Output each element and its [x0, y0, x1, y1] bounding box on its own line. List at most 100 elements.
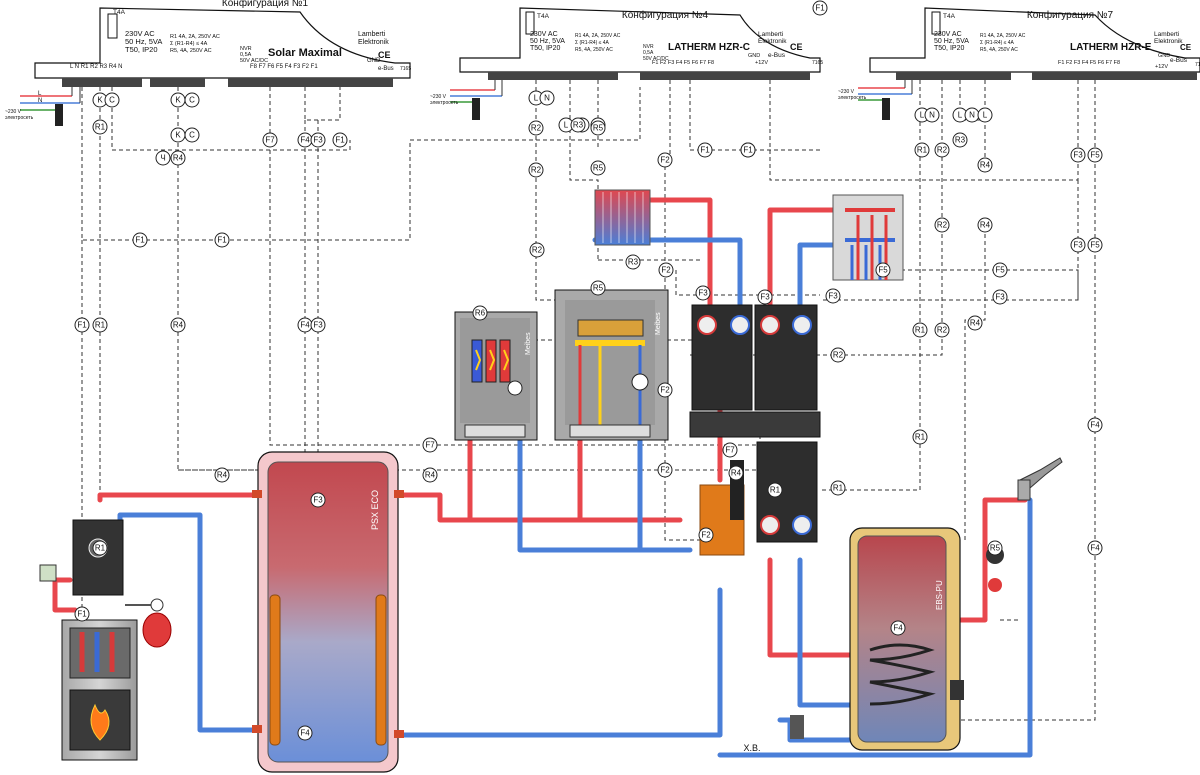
marker-r2-label: R2 [937, 146, 948, 155]
marker-f4-label: F4 [300, 729, 310, 738]
v12-label: +12V [1155, 64, 1168, 70]
relay-line-1: R1 4A, 2A, 250V AC [980, 33, 1026, 39]
marker-f1-label: F1 [335, 136, 345, 145]
port [394, 730, 404, 738]
nvr-label: NVR [240, 46, 252, 52]
marker-c-circle [104, 92, 120, 108]
marker-f1-label: F1 [77, 610, 87, 619]
ebus-label: e-Bus [378, 66, 394, 72]
floor-heating-manifold [832, 194, 904, 281]
marker-r6-circle [472, 305, 488, 321]
relay-line-1: R1 4A, 2A, 250V AC [575, 33, 621, 39]
marker-n-label: N [969, 111, 975, 120]
marker-r1-label: R1 [915, 433, 926, 442]
marker-f1-circle [214, 232, 230, 248]
marker-ch-circle [155, 150, 171, 166]
marker-r1-circle [92, 119, 108, 135]
marker-f1-label: F1 [135, 236, 145, 245]
spec-line-2: 50 Hz, 5VA [125, 37, 162, 46]
marker-r1-label: R1 [833, 484, 844, 493]
ground-terminal [472, 98, 480, 120]
ebus-label: e-Bus [768, 52, 786, 59]
ce-mark: CE [378, 50, 391, 60]
terminal-block-power [62, 78, 142, 87]
marker-n-label: N [544, 94, 550, 103]
marker-f4-circle [890, 620, 906, 636]
controller-7-model: LATHERM HZR-E [1070, 42, 1152, 53]
marker-f3-label: F3 [698, 289, 708, 298]
expansion-vessel [142, 612, 172, 648]
marker-f7-circle [422, 437, 438, 453]
marker-r2-label: R2 [833, 351, 844, 360]
power-voltage: ~230 V [430, 94, 447, 100]
marker-r4-circle [977, 217, 993, 233]
marker-f3-label: F3 [1073, 151, 1083, 160]
marker-f5-circle [875, 262, 891, 278]
marker-f5-label: F5 [1090, 241, 1100, 250]
marker-ch-label: Ч [160, 154, 165, 163]
sensor-terminals-label: F1 F2 F3 F4 F5 F6 F7 F8 [1058, 60, 1120, 66]
terminal-block-sensors [228, 78, 393, 87]
marker-f2-label: F2 [660, 386, 670, 395]
marker-r4-label: R4 [731, 469, 742, 478]
fuse-label: T4A [537, 13, 550, 20]
fuse-icon [525, 11, 535, 35]
marker-f1-label: F1 [700, 146, 710, 155]
marker-l-circle [977, 107, 993, 123]
marker-f2-label: F2 [701, 531, 711, 540]
marker-f4-circle [1087, 540, 1103, 556]
spec-line-2: 50 Hz, 5VA [934, 38, 969, 45]
marker-f7-circle [262, 132, 278, 148]
marker-r1-label: R1 [917, 146, 928, 155]
fuse-label: T4A [113, 9, 126, 16]
relay-line-2: Σ (R1-R4) ≤ 4A [980, 40, 1015, 46]
marker-l-label: L [958, 111, 963, 120]
marker-c-circle [184, 127, 200, 143]
marker-k-label: K [175, 131, 181, 140]
marker-f5-circle [1087, 147, 1103, 163]
marker-r5-label: R5 [593, 124, 604, 133]
marker-l-label: L [564, 121, 569, 130]
marker-r4-label: R4 [217, 471, 228, 480]
spec-line-3: T50, IP20 [530, 45, 560, 52]
marker-r1-label: R1 [915, 326, 926, 335]
gas-boiler: Meibes [554, 289, 669, 441]
marker-r4-circle [728, 465, 744, 481]
marker-f1-circle [812, 0, 828, 16]
controller-1-model: Solar Maximal [268, 47, 342, 59]
marker-r5-label: R5 [593, 164, 604, 173]
marker-f3-circle [992, 289, 1008, 305]
terminal-block-relays [896, 72, 1011, 80]
power-network: электросеть [430, 100, 459, 106]
marker-f3-circle [310, 317, 326, 333]
power-line-label: L [38, 91, 42, 97]
spec-line-3: T50, IP20 [125, 45, 158, 54]
marker-f1-circle [74, 606, 90, 622]
heat-exchanger-left [269, 594, 281, 746]
marker-r2-circle [934, 142, 950, 158]
controller-4-code: 7165 [812, 60, 823, 66]
ground-terminal [882, 98, 890, 120]
power-input-4: ~230 V электросеть [430, 80, 503, 120]
port [394, 490, 404, 498]
maker-line-1: Lamberti [758, 31, 783, 38]
marker-f3-label: F3 [760, 293, 770, 302]
marker-r2-circle [528, 120, 544, 136]
relay-line-2: Σ (R1-R4) ≤ 4A [170, 41, 208, 47]
marker-f4-label: F4 [300, 321, 310, 330]
marker-f7-label: F7 [425, 441, 435, 450]
marker-f1-circle [74, 317, 90, 333]
marker-r1-circle [92, 317, 108, 333]
fuse-label: T4A [943, 13, 956, 20]
marker-r1-circle [914, 142, 930, 158]
v12-label: +12V [755, 60, 768, 66]
controller-1-code: 7165 [400, 66, 411, 72]
check-valve [988, 578, 1002, 592]
marker-r2-label: R2 [937, 326, 948, 335]
marker-f7-label: F7 [265, 136, 275, 145]
marker-f2-circle [658, 262, 674, 278]
marker-f4-label: F4 [1090, 544, 1100, 553]
marker-r5-circle [590, 160, 606, 176]
maker-line-2: Elektronik [358, 39, 389, 46]
